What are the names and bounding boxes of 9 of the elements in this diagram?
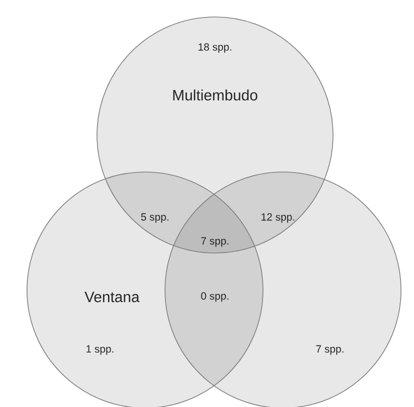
- species-count: 18 spp.: [198, 43, 232, 53]
- species-count: 7 spp.: [316, 345, 344, 355]
- species-count: 1 spp.: [86, 345, 114, 355]
- species-count: 7 spp.: [201, 237, 228, 247]
- set-name: Multiembudo: [173, 90, 258, 100]
- set-name: Ventana: [84, 292, 140, 302]
- species-count: 0 spp.: [201, 292, 228, 302]
- species-count: 5 spp.: [141, 213, 168, 223]
- species-count: 12 spp.: [262, 213, 294, 223]
